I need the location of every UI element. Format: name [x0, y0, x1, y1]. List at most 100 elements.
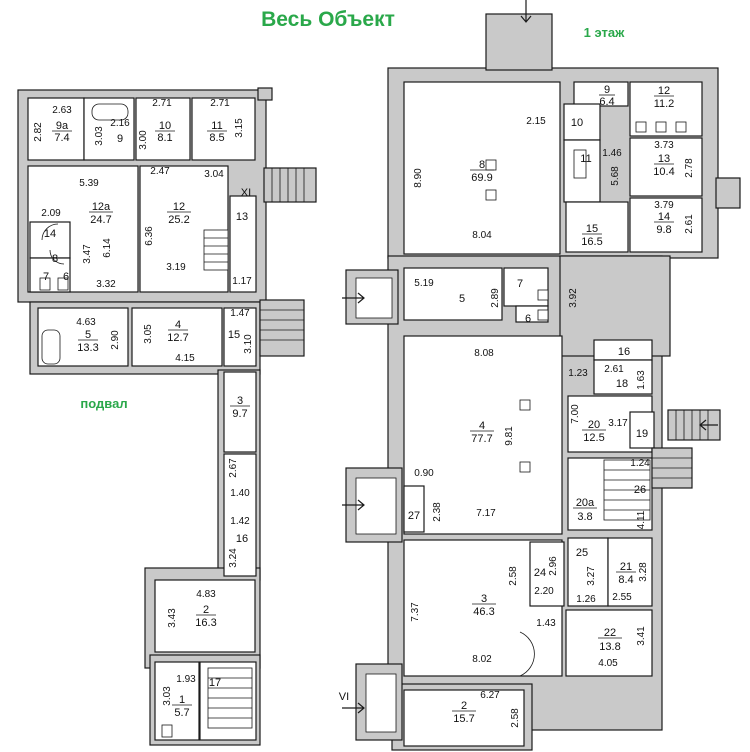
- dimension-label: 2.67: [228, 458, 239, 478]
- room-area: 12.7: [167, 332, 188, 344]
- dimension-label: 4.83: [196, 589, 216, 600]
- dimension-label: 7.00: [570, 404, 581, 424]
- dimension-label: 3.03: [94, 126, 105, 146]
- dimension-label: 1.43: [536, 618, 556, 629]
- dimension-label: 3.28: [638, 562, 649, 582]
- room-number: 20a: [576, 497, 595, 509]
- room-number: 5: [459, 293, 465, 305]
- room-area: 8.1: [157, 132, 172, 144]
- room-number: 21: [620, 561, 632, 573]
- toilet-icon: [537, 289, 549, 301]
- room-number: 11: [211, 120, 222, 132]
- room-number: 4: [175, 319, 181, 331]
- room-number: 16: [618, 346, 630, 358]
- dimension-label: 6.27: [480, 690, 500, 701]
- room-number: 5: [85, 329, 91, 341]
- dimension-label: 2.90: [110, 330, 121, 350]
- room-number: 24: [534, 567, 546, 579]
- bathtub-icon: [41, 329, 61, 365]
- stair-icon: [651, 447, 693, 489]
- room-area: 8.4: [618, 574, 633, 586]
- room-number: 16: [236, 533, 248, 545]
- dimension-label: 2.09: [41, 208, 61, 219]
- room-number: 1: [179, 694, 185, 706]
- dimension-label: 5.39: [79, 178, 99, 189]
- stair-icon: [715, 177, 741, 209]
- room-number: 12: [173, 201, 185, 213]
- dimension-label: 6.36: [144, 226, 155, 246]
- dimension-label: 3.05: [143, 324, 154, 344]
- room-number: 12: [658, 85, 670, 97]
- dimension-label: 7.37: [410, 602, 421, 622]
- column-icon: [519, 461, 531, 473]
- dimension-label: 1.40: [230, 488, 250, 499]
- room-number: 6: [525, 313, 531, 325]
- door-arc-icon: [49, 249, 65, 265]
- toilet-icon: [57, 277, 69, 291]
- dimension-label: 3.73: [654, 140, 674, 151]
- dimension-label: 7.17: [476, 508, 496, 519]
- dimension-label: 3.17: [608, 418, 628, 429]
- room-area: 9.7: [232, 408, 247, 420]
- room-area: 7.4: [54, 132, 69, 144]
- basement-plan: 9a 7.4 9 10 8.1 11 8.5 12a 24.7 12 25.2 …: [17, 87, 317, 746]
- dimension-label: 4.63: [76, 317, 96, 328]
- room-number: 6: [63, 271, 69, 283]
- room-number: 9a: [56, 120, 69, 132]
- room-number: 18: [616, 378, 628, 390]
- basement-label: подвал: [80, 396, 127, 411]
- dimension-label: 9.81: [504, 426, 515, 446]
- room-number: 20: [588, 419, 600, 431]
- dimension-label: 2.15: [526, 116, 546, 127]
- stair-icon: [603, 459, 651, 521]
- entrance-porch: [355, 663, 403, 741]
- room-number: 13: [236, 211, 248, 223]
- room-number: 15: [586, 223, 598, 235]
- room-number: 8: [52, 253, 58, 265]
- room-number: 22: [604, 627, 616, 639]
- entrance-arrow-icon: [342, 499, 365, 511]
- room-area: 16.3: [195, 617, 216, 629]
- dimension-label: 2.89: [490, 288, 501, 308]
- entrance-porch: [345, 467, 403, 543]
- dimension-label: 8.02: [472, 654, 492, 665]
- dimension-label: 2.38: [432, 502, 443, 522]
- dimension-label: 2.58: [508, 566, 519, 586]
- floor1-label: 1 этаж: [584, 25, 625, 40]
- dimension-label: 2.71: [210, 98, 230, 109]
- room-area: 6.4: [599, 96, 614, 108]
- toilet-icon: [537, 309, 549, 321]
- room-number: 17: [209, 677, 221, 689]
- dimension-label: 3.92: [568, 288, 579, 308]
- stair-icon: [203, 229, 229, 271]
- dimension-label: 3.15: [234, 118, 245, 138]
- toilet-icon: [39, 277, 51, 291]
- dimension-label: 3.47: [82, 244, 93, 264]
- axis-mark: VI: [339, 691, 349, 703]
- room-number: 26: [634, 484, 646, 496]
- room-area: 13.3: [77, 342, 98, 354]
- room-number: 4: [479, 420, 485, 432]
- dimension-label: 8.90: [413, 168, 424, 188]
- room-area: 24.7: [90, 214, 111, 226]
- room-area: 69.9: [471, 172, 492, 184]
- dimension-label: 2.58: [510, 708, 521, 728]
- dimension-label: 1.63: [636, 370, 647, 390]
- dimension-label: 1.26: [576, 594, 596, 605]
- dimension-label: 4.15: [175, 353, 195, 364]
- room-number: 10: [571, 117, 583, 129]
- dimension-label: 2.16: [110, 118, 130, 129]
- dimension-label: 1.23: [568, 368, 588, 379]
- dimension-label: 1.47: [230, 308, 250, 319]
- room-number: 10: [159, 120, 171, 132]
- dimension-label: 3.32: [96, 279, 116, 290]
- room-area: 25.2: [168, 214, 189, 226]
- room-number: 14: [44, 228, 56, 240]
- dimension-label: 3.04: [204, 169, 224, 180]
- column-icon: [485, 189, 497, 201]
- dimension-label: 3.00: [138, 130, 149, 150]
- dimension-label: 0.90: [414, 468, 434, 479]
- room-number: 9: [604, 84, 610, 96]
- dimension-label: 1.24: [630, 458, 650, 469]
- dimension-label: 1.93: [176, 674, 196, 685]
